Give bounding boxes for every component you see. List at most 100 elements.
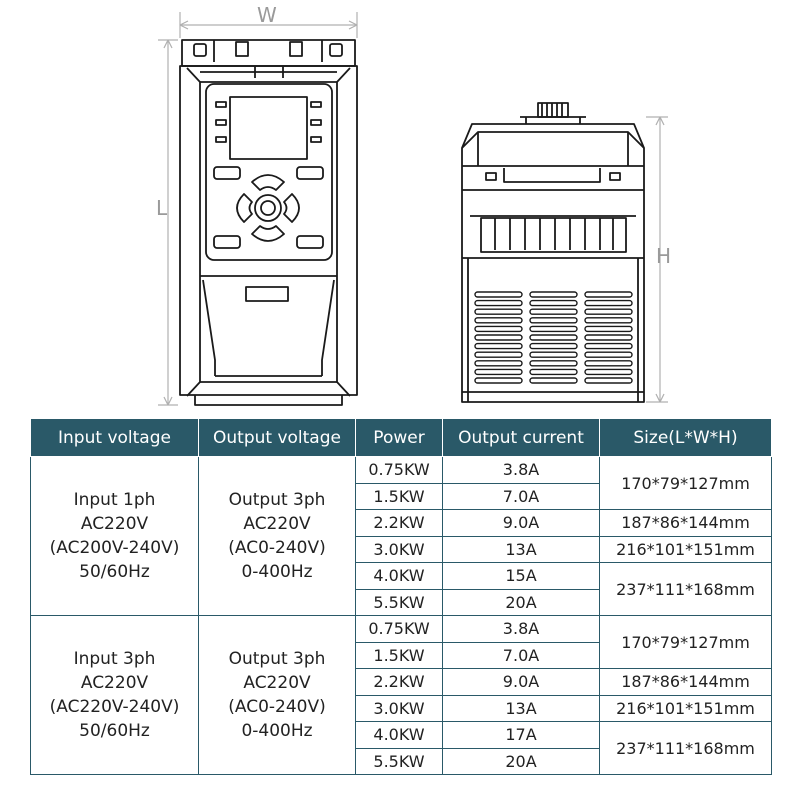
cell-line: (AC220V-240V) (49, 697, 180, 717)
power-cell: 0.75KW (355, 456, 443, 484)
header-power: Power (355, 418, 443, 457)
vent-slot (474, 342, 523, 350)
vent-slot (529, 317, 578, 324)
output-current-cell: 20A (442, 588, 600, 616)
header-output-current: Output current (442, 418, 600, 457)
cell-line: AC220V (243, 514, 311, 534)
size-cell: 216*101*151mm (599, 694, 772, 722)
vent-slot (474, 299, 523, 307)
cell-line: AC220V (80, 514, 149, 534)
power-cell: 4.0KW (355, 562, 443, 590)
cell-line: Input 1ph (73, 490, 156, 510)
vent-slots (474, 291, 633, 384)
power-cell: 0.75KW (355, 615, 443, 643)
output-current-cell: 20A (442, 747, 600, 775)
vent-slot (584, 334, 633, 341)
vent-slot (584, 308, 633, 315)
table-header-row: Input voltage Output voltage Power Outpu… (30, 418, 772, 457)
vent-slot (474, 351, 523, 358)
size-cell: 237*111*168mm (599, 721, 772, 775)
output-current-cell: 17A (442, 721, 600, 749)
vent-slot (584, 368, 633, 376)
cell-line: 0-400Hz (241, 562, 313, 582)
vent-slot (584, 360, 633, 367)
cell-line: (AC0-240V) (228, 538, 326, 558)
power-cell: 3.0KW (355, 694, 443, 722)
power-cell: 2.2KW (355, 668, 443, 696)
vent-slot (584, 317, 633, 324)
vent-slot (529, 325, 578, 333)
cell-line: (AC0-240V) (228, 697, 326, 717)
size-cell: 216*101*151mm (599, 535, 772, 563)
output-current-cell: 3.8A (442, 615, 600, 643)
power-cell: 2.2KW (355, 509, 443, 537)
output-current-cell: 9.0A (442, 668, 600, 696)
vent-slot (474, 368, 523, 376)
vent-slot (584, 291, 633, 298)
cell-line: AC220V (80, 673, 149, 693)
vent-slot (529, 291, 578, 298)
dimension-lines (158, 12, 668, 406)
output-current-cell: 7.0A (442, 641, 600, 669)
size-cell: 170*79*127mm (599, 456, 772, 510)
width-dimension-label: W (257, 3, 277, 27)
output-current-cell: 7.0A (442, 482, 600, 510)
length-dimension-label: L (156, 196, 168, 220)
cell-line: 50/60Hz (79, 721, 150, 741)
vent-slot (529, 351, 578, 358)
vent-slot (529, 360, 578, 367)
vent-slot (474, 317, 523, 324)
vent-slot (474, 377, 523, 384)
power-cell: 1.5KW (355, 641, 443, 669)
height-dimension-label: H (656, 244, 672, 268)
vent-slot (584, 351, 633, 358)
size-cell: 170*79*127mm (599, 615, 772, 669)
output-current-cell: 15A (442, 562, 600, 590)
size-cell: 187*86*144mm (599, 509, 772, 537)
power-cell: 3.0KW (355, 535, 443, 563)
cell-line: Output 3ph (228, 490, 326, 510)
vent-slot (529, 299, 578, 307)
inverter-drawings (158, 12, 668, 406)
output-current-cell: 13A (442, 694, 600, 722)
header-input-voltage: Input voltage (30, 418, 199, 457)
cell-line: Output 3ph (228, 649, 326, 669)
vent-slot (529, 342, 578, 350)
spec-table: Input voltage Output voltage Power Outpu… (30, 418, 772, 775)
size-cell: 187*86*144mm (599, 668, 772, 696)
cell-line: 0-400Hz (241, 721, 313, 741)
vent-slot (474, 308, 523, 315)
vent-slot (529, 377, 578, 384)
vent-slot (584, 299, 633, 307)
output-current-cell: 13A (442, 535, 600, 563)
power-cell: 5.5KW (355, 588, 443, 616)
size-cell: 237*111*168mm (599, 562, 772, 616)
power-cell: 4.0KW (355, 721, 443, 749)
header-size: Size(L*W*H) (599, 418, 772, 457)
vent-slot (474, 325, 523, 333)
output-current-cell: 3.8A (442, 456, 600, 484)
cell-line: Input 3ph (73, 649, 156, 669)
vent-slot (474, 334, 523, 341)
power-cell: 1.5KW (355, 482, 443, 510)
side-view-drawing (461, 102, 645, 403)
cell-line: (AC200V-240V) (49, 538, 180, 558)
cell-line: 50/60Hz (79, 562, 150, 582)
vent-slot (584, 377, 633, 384)
vent-slot (529, 368, 578, 376)
front-view-drawing (179, 39, 358, 406)
